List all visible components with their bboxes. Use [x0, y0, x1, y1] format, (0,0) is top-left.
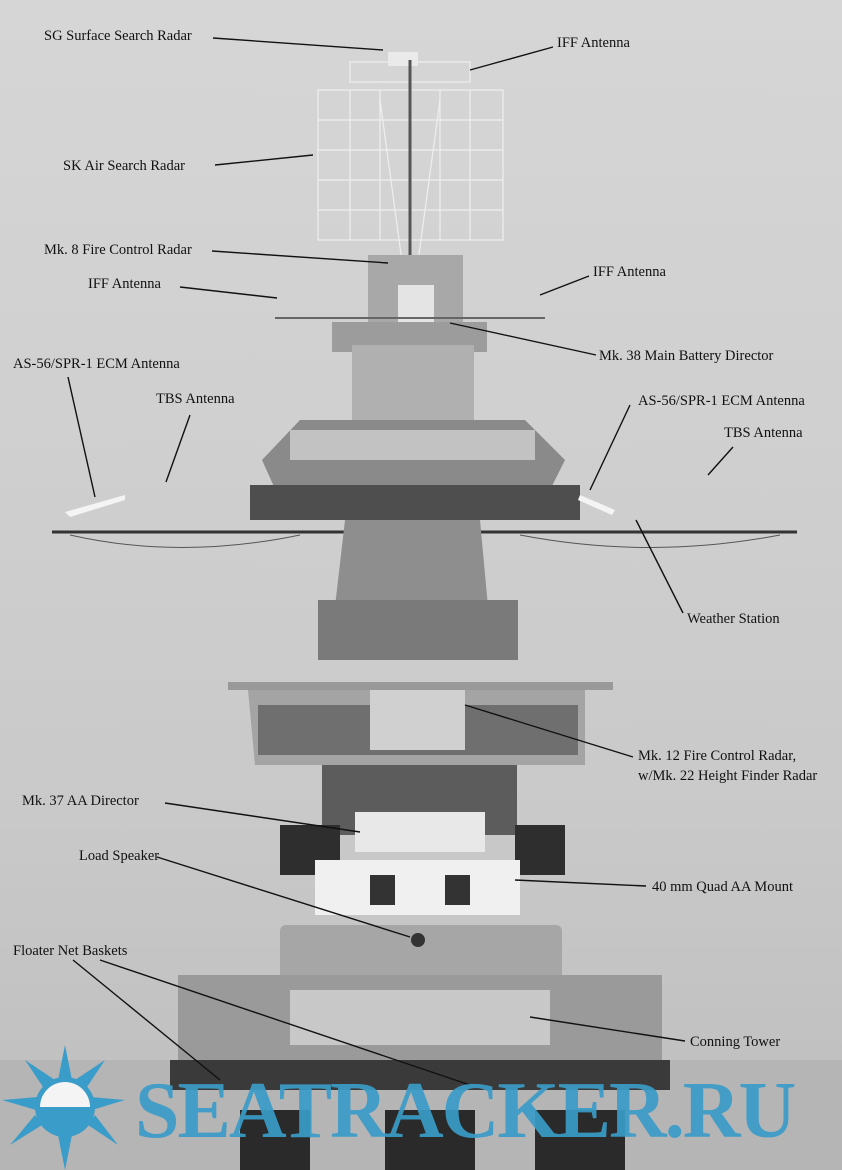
label-floater-net-baskets: Floater Net Baskets [13, 943, 128, 959]
label-conning-tower: Conning Tower [690, 1034, 781, 1050]
sunburst-logo-icon [2, 1045, 125, 1170]
label-ecm-antenna-left: AS-56/SPR-1 ECM Antenna [13, 356, 180, 372]
aa-gun-left [370, 875, 395, 905]
turret-barbette-3 [240, 1110, 310, 1170]
sg-radar-dish [388, 52, 418, 66]
label-iff-antenna-left: IFF Antenna [88, 276, 161, 292]
main-platform-underside [250, 485, 580, 520]
label-sg-surface-search-radar: SG Surface Search Radar [44, 28, 192, 44]
label-mk8-fire-control-radar: Mk. 8 Fire Control Radar [44, 242, 192, 258]
leader-lines [67, 37, 734, 1086]
label-mk38-main-battery-director: Mk. 38 Main Battery Director [599, 348, 774, 364]
label-sk-air-search-radar: SK Air Search Radar [63, 158, 186, 174]
mk12-radar-shape [370, 690, 465, 750]
main-platform-face [290, 430, 535, 460]
label-load-speaker: Load Speaker [79, 848, 160, 864]
ecm-antenna-left-shape [65, 495, 125, 517]
label-weather-station: Weather Station [687, 611, 780, 627]
label-iff-antenna-top: IFF Antenna [557, 35, 630, 51]
ring-platform [280, 925, 562, 980]
label-iff-antenna-right: IFF Antenna [593, 264, 666, 280]
aa-gun-right [445, 875, 470, 905]
floater-net-baskets-shape [170, 1060, 670, 1090]
mk37-director-shape [355, 812, 485, 852]
turret-barbette-1 [385, 1110, 475, 1170]
watermark: SEATRACKER.RU [135, 1067, 796, 1155]
aa-mount-shape [315, 860, 520, 915]
label-40mm-quad-aa-mount: 40 mm Quad AA Mount [652, 879, 793, 895]
mk12-platform-rail [228, 682, 613, 690]
conning-tower-shape [290, 990, 550, 1045]
upper-tower [352, 345, 474, 420]
label-tbs-antenna-left: TBS Antenna [156, 391, 235, 407]
turret-barbette-2 [535, 1110, 625, 1170]
ecm-antenna-right-shape [578, 495, 615, 515]
middle-tower-base [318, 600, 518, 660]
label-mk37-aa-director: Mk. 37 AA Director [22, 793, 139, 809]
label-tbs-antenna-right: TBS Antenna [724, 425, 803, 441]
label-mk12-radar-line1: Mk. 12 Fire Control Radar, [638, 748, 797, 764]
crew-right [515, 825, 565, 875]
load-speaker-shape [411, 933, 425, 947]
label-mk12-radar-line2: w/Mk. 22 Height Finder Radar [638, 768, 818, 784]
label-ecm-antenna-right: AS-56/SPR-1 ECM Antenna [638, 393, 805, 409]
